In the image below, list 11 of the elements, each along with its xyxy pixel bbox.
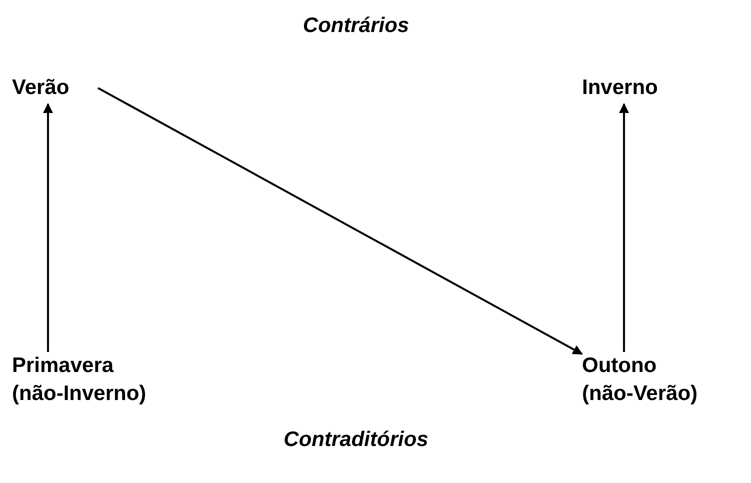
concept-text: (não-Inverno) xyxy=(12,381,148,407)
relation-label: Contraditórios xyxy=(284,427,428,453)
arrow xyxy=(43,103,53,352)
concept-text: Inverno xyxy=(582,75,659,101)
concept-text: (não-Verão) xyxy=(582,381,699,407)
arrow xyxy=(98,87,583,355)
concept-text: Primavera xyxy=(12,353,115,379)
concept-text: Outono xyxy=(582,353,658,379)
concept-text: Verão xyxy=(12,75,70,101)
arrow xyxy=(619,103,629,352)
relation-label: Contrários xyxy=(302,13,410,39)
